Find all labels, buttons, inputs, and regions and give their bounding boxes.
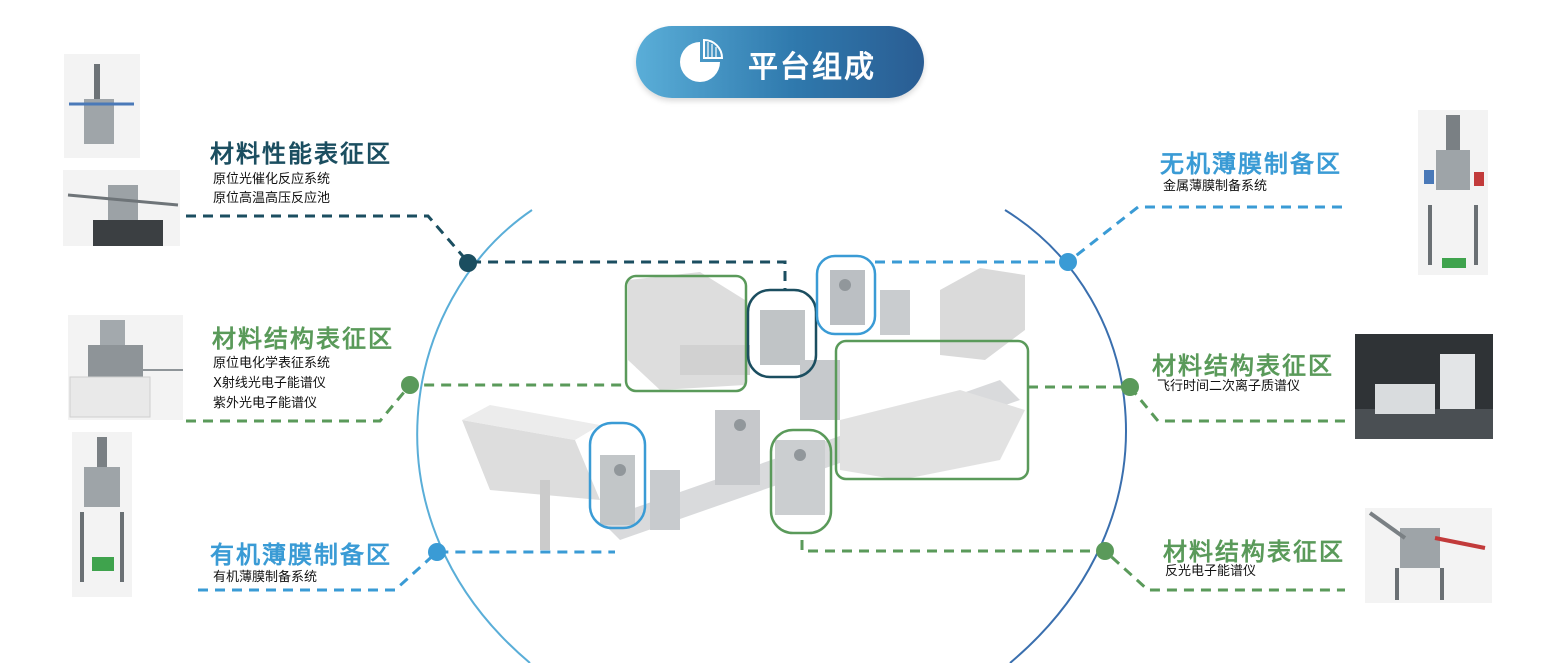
pie-chart-icon bbox=[680, 38, 724, 82]
instrument-photo-4 bbox=[72, 432, 132, 597]
instrument-photo-5 bbox=[1418, 110, 1488, 275]
node-right-inorganic bbox=[1059, 253, 1077, 271]
zone-item: 金属薄膜制备系统 bbox=[1163, 179, 1268, 194]
node-right-ipes bbox=[1096, 542, 1114, 560]
node-left-structure bbox=[401, 376, 419, 394]
instrument-photo-7 bbox=[1365, 508, 1492, 603]
zone-item: 飞行时间二次离子质谱仪 bbox=[1157, 379, 1301, 394]
outer-circle bbox=[416, 209, 533, 663]
highlight-box-dark-center bbox=[746, 288, 818, 379]
zone-title-left-structure: 材料结构表征区 bbox=[212, 325, 394, 353]
node-right-tofsims bbox=[1121, 378, 1139, 396]
instrument-photo-1 bbox=[64, 54, 140, 158]
instrument-photo-2 bbox=[63, 170, 180, 246]
node-left-organic bbox=[428, 543, 446, 561]
zone-item: 反光电子能谱仪 bbox=[1165, 564, 1257, 579]
connector-right-inorganic bbox=[875, 205, 1345, 264]
instrument-photo-3 bbox=[68, 315, 183, 420]
zone-item: 原位光催化反应系统 bbox=[213, 172, 331, 187]
zone-title-left-performance: 材料性能表征区 bbox=[210, 140, 392, 168]
zone-item: X射线光电子能谱仪 bbox=[213, 376, 326, 391]
zone-item: 紫外光电子能谱仪 bbox=[213, 396, 318, 411]
connector-right-tofsims bbox=[1028, 385, 1345, 423]
highlight-box-green-topleft bbox=[624, 274, 748, 393]
central-instrument bbox=[462, 268, 1025, 550]
highlight-box-green-right bbox=[834, 339, 1030, 481]
zone-title-right-ipes: 材料结构表征区 bbox=[1163, 538, 1345, 566]
zone-title-left-organic: 有机薄膜制备区 bbox=[210, 541, 392, 569]
highlight-box-green-bottom bbox=[769, 428, 833, 535]
banner-title: 平台组成 bbox=[748, 50, 876, 85]
highlight-box-blue-top bbox=[815, 254, 877, 336]
node-left-performance bbox=[459, 254, 477, 272]
title-banner: 平台组成 bbox=[636, 26, 924, 98]
zone-item: 有机薄膜制备系统 bbox=[213, 570, 318, 585]
instrument-photo-6 bbox=[1355, 334, 1493, 439]
highlight-box-blue-left bbox=[588, 421, 647, 530]
connector-left-organic bbox=[198, 550, 615, 592]
zone-title-right-inorganic: 无机薄膜制备区 bbox=[1160, 150, 1342, 178]
outer-circle-right bbox=[1004, 209, 1127, 663]
connector-left-structure bbox=[186, 383, 625, 423]
zone-item: 原位电化学表征系统 bbox=[213, 356, 331, 371]
zone-title-right-tofsims: 材料结构表征区 bbox=[1152, 352, 1334, 380]
connector-left-performance bbox=[186, 214, 787, 290]
zone-item: 原位高温高压反应池 bbox=[213, 191, 331, 206]
